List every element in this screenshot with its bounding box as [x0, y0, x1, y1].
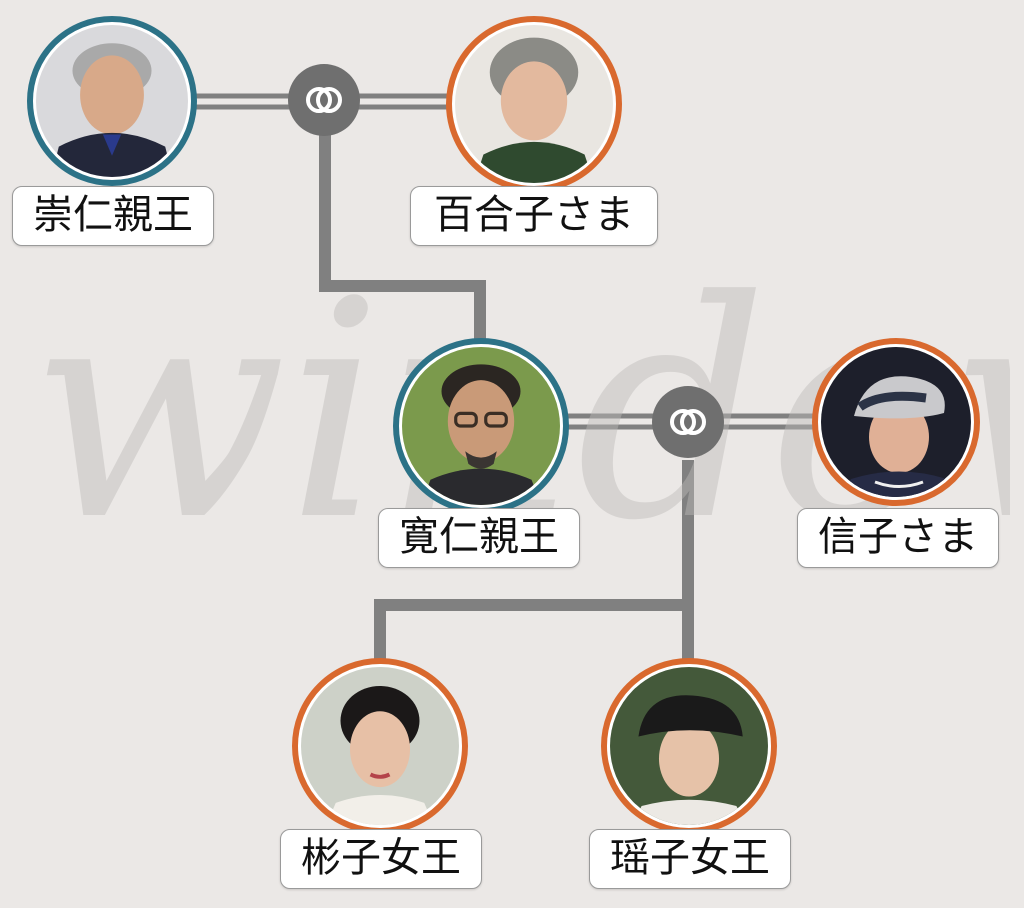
- avatar: [27, 16, 197, 186]
- marriage-rings-icon: [652, 386, 724, 458]
- descent-line: [319, 135, 486, 345]
- person-name-label: 百合子さま: [410, 186, 658, 246]
- avatar: [446, 16, 622, 192]
- marriage-rings-icon: [288, 64, 360, 136]
- portrait-woman-icon: [301, 667, 459, 825]
- portrait-woman-hat-icon: [821, 347, 971, 497]
- portrait-elderly-woman-icon: [455, 25, 613, 183]
- person-name-label: 信子さま: [797, 508, 999, 568]
- portrait-elderly-man-icon: [36, 25, 188, 177]
- person-name-label: 瑶子女王: [589, 829, 791, 889]
- avatar: [292, 658, 468, 834]
- portrait-man-glasses-icon: [402, 347, 560, 505]
- avatar: [393, 338, 569, 514]
- avatar: [601, 658, 777, 834]
- person-name-label: 彬子女王: [280, 829, 482, 889]
- person-name-label: 崇仁親王: [12, 186, 214, 246]
- avatar: [812, 338, 980, 506]
- portrait-woman-black-hat-icon: [610, 667, 768, 825]
- descent-line: [374, 599, 688, 665]
- person-name-label: 寛仁親王: [378, 508, 580, 568]
